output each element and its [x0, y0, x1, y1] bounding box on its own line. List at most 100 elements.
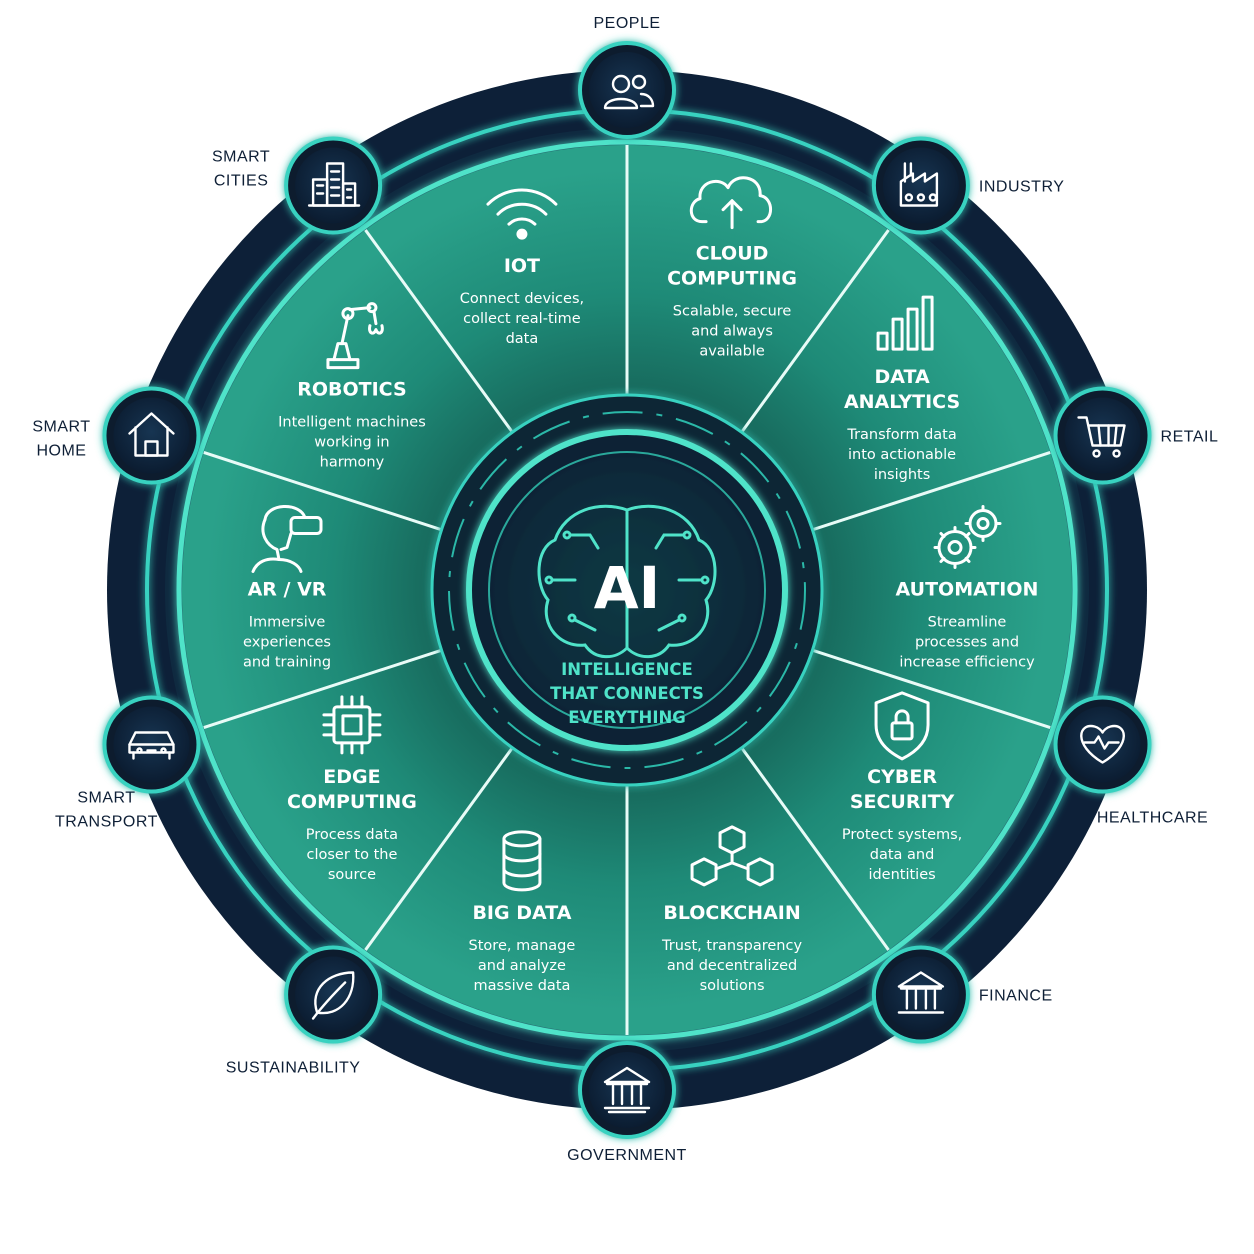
segment-data-analytics-bg — [738, 229, 1051, 532]
segment-ring-border — [176, 139, 1078, 1041]
node-smart-cities — [284, 136, 383, 235]
segment-automation-title-line-1: AUTOMATION — [896, 579, 1039, 601]
ai-tagline-line-3: EVERYTHING — [568, 708, 686, 727]
segment-data-analytics-desc-line-1: Transform data — [846, 427, 956, 443]
segment-big-data-bg — [365, 743, 627, 1035]
gears-icon — [933, 505, 1002, 569]
node-finance — [871, 945, 970, 1044]
segment-automation-desc-line-1: Streamline — [928, 615, 1007, 631]
segment-divider — [807, 647, 1051, 729]
outer-nodes-layer — [102, 41, 1152, 1139]
segment-edge-computing-desc-line-1: Process data — [306, 827, 398, 843]
segment-automation-desc-line-3: increase efficiency — [899, 655, 1035, 671]
node-government-label-line-1: GOVERNMENT — [567, 1147, 687, 1164]
outer-labels-layer: PEOPLEINDUSTRYRETAILHEALTHCAREFINANCEGOV… — [32, 15, 1219, 1164]
segment-iot-desc-line-1: Connect devices, — [460, 291, 584, 307]
segment-big-data-desc-line-2: and analyze — [478, 958, 566, 974]
node-people — [578, 41, 676, 139]
segment-edge-computing: EDGE COMPUTING Process data closer to the so… — [287, 695, 417, 883]
segment-ar-vr-title-line-1: AR / VR — [248, 579, 327, 601]
segment-big-data-desc-line-3: massive data — [473, 978, 570, 994]
segment-edge-computing-desc-line-3: source — [328, 867, 376, 883]
home-icon — [128, 412, 175, 457]
node-finance-disc — [882, 956, 959, 1033]
segment-data-analytics-title-line-1: DATA — [874, 366, 929, 388]
segment-cyber-security-desc-line-1: Protect systems, — [842, 827, 962, 843]
segment-iot-bg — [365, 145, 627, 437]
node-people-label-line-1: PEOPLE — [593, 15, 660, 32]
car-icon — [128, 731, 175, 760]
wifi-icon — [486, 188, 558, 240]
segment-divider — [807, 451, 1051, 533]
shield-lock-icon — [874, 691, 930, 761]
segment-automation-bg — [807, 452, 1072, 728]
node-industry-disc — [882, 147, 959, 224]
segment-robotics-bg — [203, 229, 516, 532]
node-smart-transport-label-line-1: SMART — [77, 790, 135, 807]
segment-edge-computing-bg — [203, 648, 516, 951]
node-smart-cities-label-line-2: CITIES — [214, 172, 269, 189]
segment-ar-vr-desc-line-1: Immersive — [249, 615, 326, 631]
segment-dividers — [203, 145, 1051, 1035]
segment-divider — [364, 742, 517, 951]
segment-cloud-computing-desc-line-2: and always — [691, 324, 773, 340]
segment-cyber-security-desc-line-3: identities — [868, 867, 935, 883]
robot-arm-icon — [326, 302, 384, 370]
node-retail-label-line-1: RETAIL — [1161, 428, 1219, 445]
segment-robotics-desc-line-3: harmony — [320, 455, 385, 471]
segment-data-analytics-title-line-2: ANALYTICS — [844, 391, 960, 413]
node-smart-transport-label-line-2: TRANSPORT — [55, 814, 158, 831]
center-hub: AI INTELLIGENCE THAT CONNECTS EVERYTHING — [430, 393, 824, 787]
node-retail — [1053, 386, 1152, 485]
blocks-icon — [690, 825, 774, 887]
vr-headset-icon — [251, 504, 323, 573]
segment-cyber-security-title-line-2: SECURITY — [850, 791, 955, 813]
node-government-disc — [589, 1052, 665, 1128]
ai-tagline-line-1: INTELLIGENCE — [561, 660, 693, 679]
node-smart-home-disc — [113, 397, 190, 474]
node-industry — [871, 136, 970, 235]
segment-edge-computing-title-line-1: EDGE — [323, 766, 380, 788]
segment-blockchain-title-line-1: BLOCKCHAIN — [663, 902, 800, 924]
people-icon — [603, 74, 655, 110]
node-sustainability — [284, 945, 383, 1044]
node-smart-transport — [102, 695, 201, 794]
segment-blockchain-desc-line-3: solutions — [700, 978, 765, 994]
segment-data-analytics-desc-line-2: into actionable — [848, 447, 956, 463]
ai-title: AI — [594, 554, 660, 622]
segment-automation: AUTOMATION Streamline processes and increas… — [896, 505, 1039, 671]
segment-robotics-title-line-1: ROBOTICS — [297, 379, 406, 401]
node-healthcare-label-line-1: HEALTHCARE — [1097, 810, 1208, 827]
ai-tagline-line-2: THAT CONNECTS — [550, 684, 704, 703]
segment-automation-desc-line-2: processes and — [915, 635, 1019, 651]
segment-ar-vr-desc-line-2: experiences — [243, 635, 331, 651]
database-icon — [502, 830, 542, 892]
node-smart-cities-disc — [295, 147, 372, 224]
segment-data-analytics-desc-line-3: insights — [874, 467, 930, 483]
segment-robotics-desc-line-2: working in — [314, 435, 389, 451]
segment-blockchain-bg — [627, 743, 889, 1035]
city-icon — [307, 162, 361, 207]
node-government — [578, 1041, 676, 1139]
node-finance-label-line-1: FINANCE — [979, 988, 1053, 1005]
node-smart-home — [102, 386, 201, 485]
segment-cloud-computing-desc-line-1: Scalable, secure — [673, 304, 792, 320]
segment-iot-desc-line-3: data — [506, 331, 539, 347]
segment-edge-computing-title-line-2: COMPUTING — [287, 791, 417, 813]
segment-ar-vr-bg — [181, 452, 447, 728]
segment-divider — [737, 229, 890, 438]
cart-icon — [1077, 416, 1126, 458]
segment-edge-computing-desc-line-2: closer to the — [306, 847, 397, 863]
segment-blockchain-desc-line-2: and decentralized — [667, 958, 797, 974]
brain-circuit-icon — [537, 504, 717, 659]
segment-cyber-security-title-line-1: CYBER — [867, 766, 937, 788]
heart-pulse-icon — [1080, 724, 1125, 764]
segment-big-data-title-line-1: BIG DATA — [472, 902, 571, 924]
factory-icon — [899, 162, 939, 207]
chip-icon — [322, 695, 382, 755]
node-healthcare — [1053, 695, 1152, 794]
